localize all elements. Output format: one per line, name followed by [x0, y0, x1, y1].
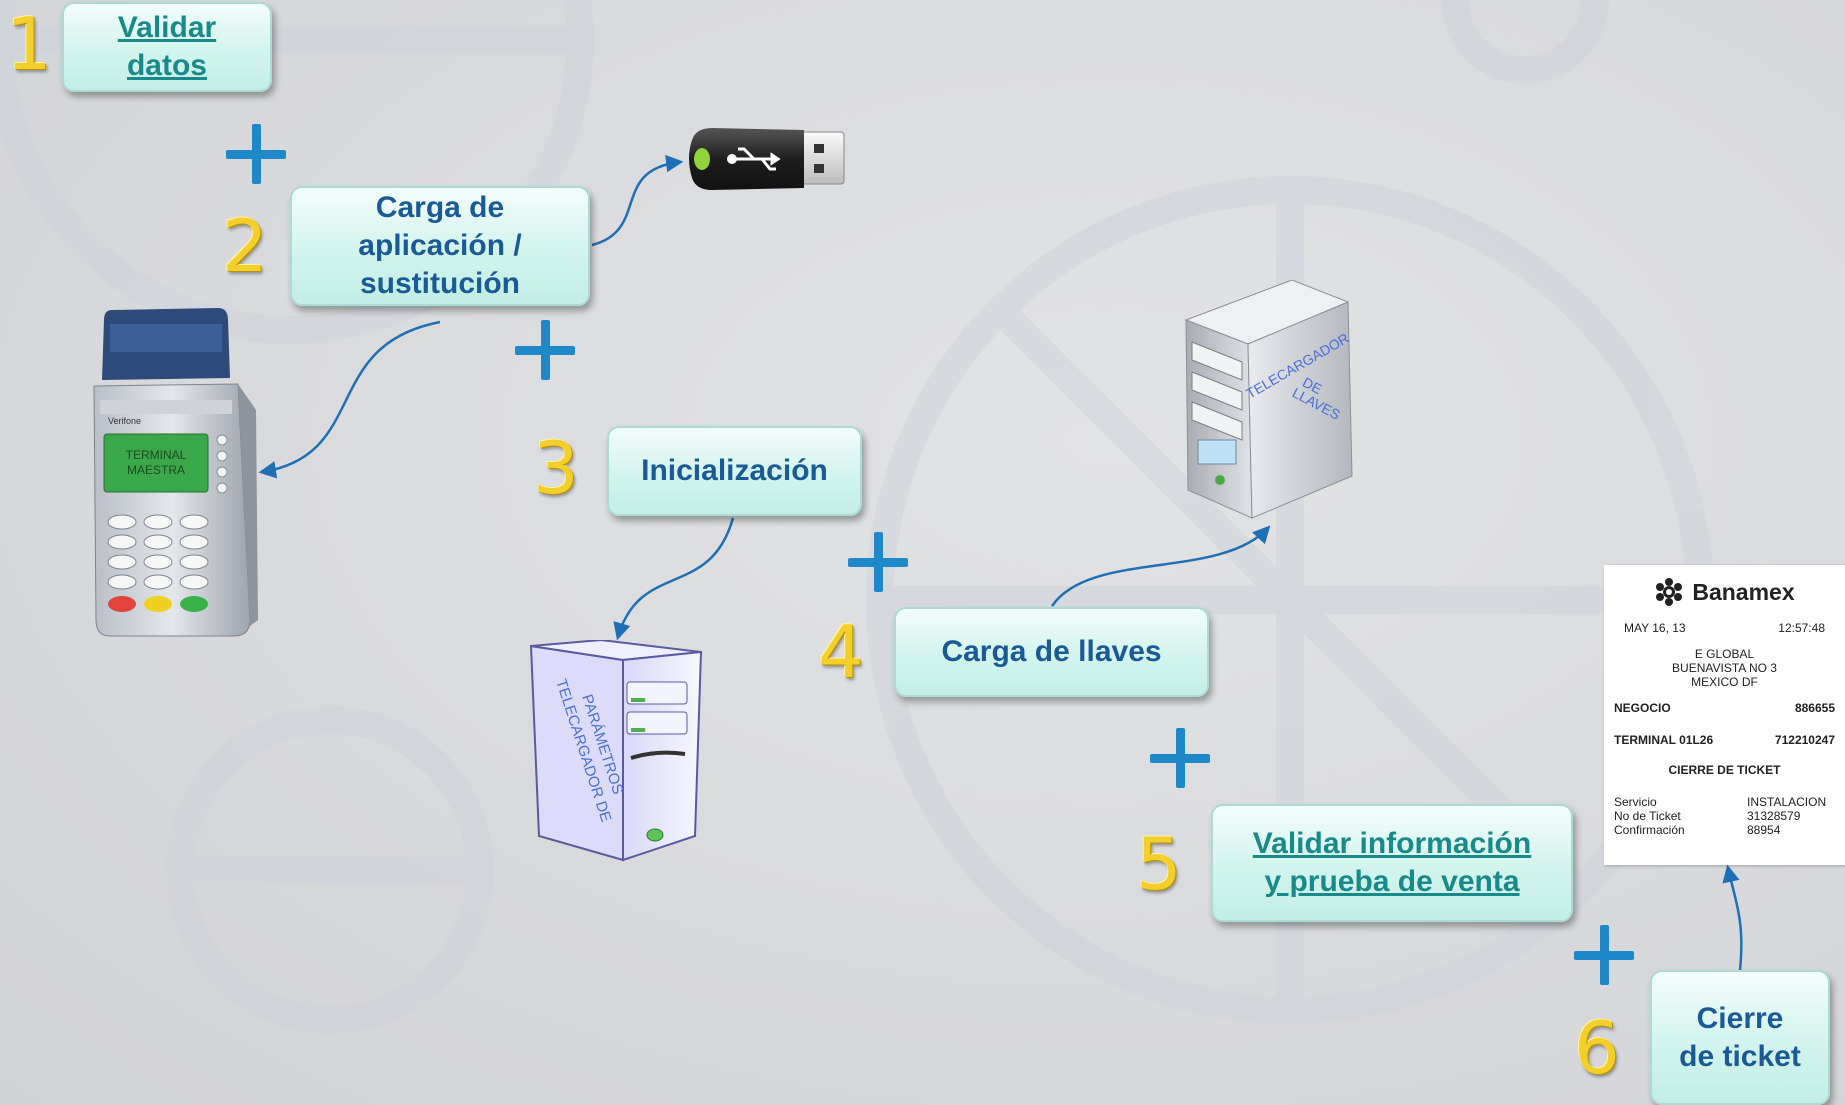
terminal-screen-line1: TERMINAL — [126, 448, 187, 462]
banamex-logo-icon — [1656, 578, 1683, 606]
step-number-6: 6 — [1574, 1006, 1620, 1090]
plus-sign-2 — [515, 320, 575, 380]
ticket-time: 12:57:48 — [1778, 621, 1825, 635]
ticket-servicio-label: Servicio — [1614, 795, 1657, 809]
step-label-5: Validar información y prueba de venta — [1252, 827, 1532, 898]
plus-sign-5 — [1574, 925, 1634, 985]
arrow-to-param-server — [613, 517, 735, 641]
step-box-carga-llaves[interactable]: Carga de llaves — [894, 607, 1209, 697]
step-box-validar-informacion[interactable]: Validar información y prueba de venta — [1211, 804, 1573, 922]
ticket-negocio-row: NEGOCIO 886655 — [1614, 701, 1835, 715]
ticket-confirmacion-label: Confirmación — [1614, 823, 1685, 837]
step-number-1: 1 — [6, 2, 52, 86]
ticket-confirmacion-row: Confirmación 88954 — [1614, 823, 1835, 837]
ticket-brand: Banamex — [1692, 578, 1795, 605]
terminal-screen-line2: MAESTRA — [127, 463, 185, 477]
step-number-2: 2 — [222, 204, 268, 288]
step-label-2: Carga de aplicación / sustitución — [358, 191, 522, 300]
ticket-confirmacion-value: 88954 — [1747, 823, 1781, 837]
step-number-5: 5 — [1136, 822, 1182, 906]
usb-drive-icon — [689, 128, 845, 190]
terminal-brand: Verifone — [108, 416, 141, 426]
step-box-inicializacion[interactable]: Inicialización — [607, 426, 862, 516]
plus-sign-4 — [1150, 728, 1210, 788]
ticket-date: MAY 16, 13 — [1624, 621, 1686, 635]
pos-terminal-icon: Verifone TERMINAL MAESTRA — [93, 308, 258, 637]
ticket-heading: CIERRE DE TICKET — [1668, 763, 1781, 777]
ticket-terminal-label: TERMINAL 01L26 — [1614, 733, 1714, 747]
arrow-to-terminal — [258, 320, 441, 479]
step-box-validar-datos[interactable]: Validar datos — [62, 2, 272, 92]
ticket-terminal-row: TERMINAL 01L26 712210247 — [1614, 733, 1835, 747]
parameter-server-icon: TELECARGADOR DE PARÁMETROS — [529, 640, 703, 862]
ticket-negocio-value: 886655 — [1794, 701, 1835, 715]
ticket-servicio-value: INSTALACION — [1747, 795, 1827, 809]
ticket-datetime-row: MAY 16, 13 12:57:48 — [1614, 621, 1835, 635]
ticket-no-ticket-value: 31328579 — [1747, 809, 1801, 823]
step-label-6: Cierre de ticket — [1679, 1001, 1801, 1073]
ticket-servicio-row: Servicio INSTALACION — [1614, 795, 1835, 809]
plus-sign-1 — [226, 124, 286, 184]
step-label-4: Carga de llaves — [941, 635, 1162, 668]
ticket-brand-row: Banamex — [1614, 577, 1835, 607]
step-label-1: Validar datos — [117, 11, 217, 82]
step-box-cierre-ticket[interactable]: Cierre de ticket — [1650, 970, 1830, 1105]
step-number-4: 4 — [818, 610, 864, 694]
arrow-to-ticket — [1722, 864, 1743, 971]
step-number-3: 3 — [533, 426, 579, 510]
ticket-negocio-label: NEGOCIO — [1614, 701, 1671, 715]
arrow-to-key-server — [1050, 525, 1271, 607]
step-box-carga-aplicacion[interactable]: Carga de aplicación / sustitución — [290, 186, 590, 306]
plus-sign-3 — [848, 532, 908, 592]
ticket-no-ticket-row: No de Ticket 31328579 — [1614, 809, 1835, 823]
ticket-merchant-city: MEXICO DF — [1691, 675, 1758, 689]
ticket-merchant-name: E GLOBAL — [1694, 647, 1755, 661]
ticket-merchant-address: BUENAVISTA NO 3 — [1672, 661, 1777, 675]
key-server-icon: TELECARGADOR DE LLAVES — [1184, 280, 1353, 519]
receipt-ticket: Banamex MAY 16, 13 12:57:48 E GLOBAL BUE… — [1604, 565, 1845, 865]
ticket-no-ticket-label: No de Ticket — [1614, 809, 1681, 823]
arrow-to-usb — [591, 154, 684, 247]
ticket-terminal-value: 712210247 — [1774, 733, 1835, 747]
step-label-3: Inicialización — [641, 454, 828, 487]
